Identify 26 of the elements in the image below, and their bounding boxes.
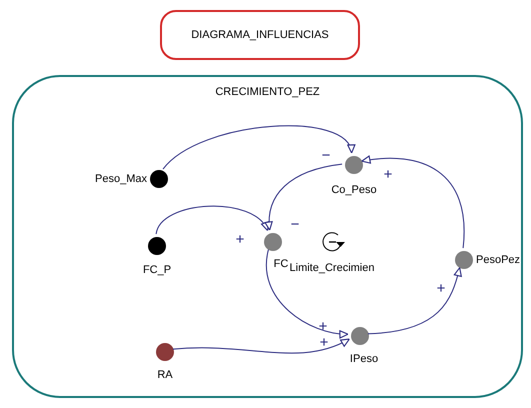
title-text: DIAGRAMA_INFLUENCIAS: [191, 28, 329, 43]
variable-label: RA: [157, 368, 173, 383]
loop-label: Limite_Crecimien: [290, 261, 374, 276]
polarity-sign: +: [436, 281, 446, 297]
influence-arrow: [368, 267, 462, 334]
variable-label: FC: [274, 257, 288, 272]
influence-arrow: [361, 156, 465, 249]
polarity-sign: +: [320, 335, 328, 351]
polarity-sign: +: [318, 319, 328, 335]
influence-arrow: [172, 338, 350, 354]
influence-arrow: [265, 164, 343, 231]
influence-arrow: [266, 249, 349, 338]
variable-label: IPeso: [350, 352, 378, 367]
module-title: CRECIMIENTO_PEZ: [215, 85, 320, 100]
polarity-sign: +: [384, 167, 392, 183]
title-box: [160, 10, 360, 60]
module-container: [12, 75, 523, 398]
variable-label: Peso_Max: [95, 172, 147, 187]
polarity-sign: −: [322, 148, 330, 164]
polarity-sign: +: [236, 232, 244, 248]
influence-arrow: [162, 125, 353, 170]
influence-arrow: [156, 206, 268, 235]
polarity-sign: −: [290, 217, 300, 233]
variable-label: PesoPez: [476, 253, 520, 268]
variable-label: Co_Peso: [331, 183, 377, 198]
variable-label: FC_P: [142, 263, 172, 278]
